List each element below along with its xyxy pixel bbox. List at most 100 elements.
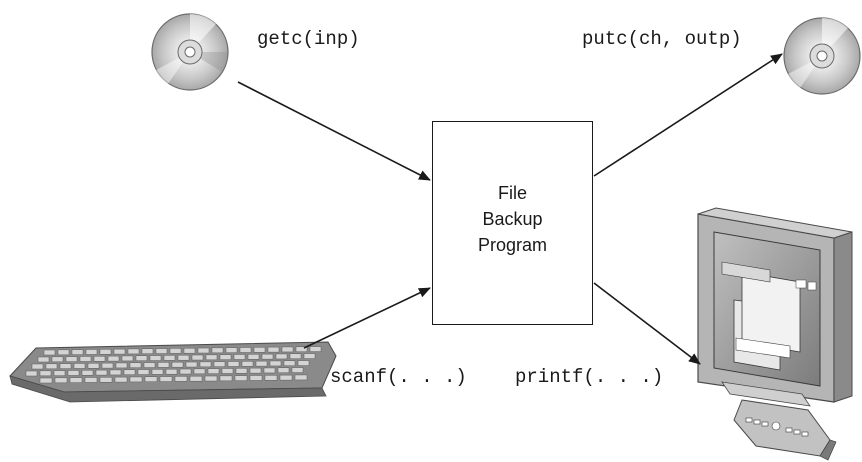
keyboard-key xyxy=(107,355,120,362)
keyboard-key xyxy=(129,376,143,383)
keyboard-key xyxy=(93,356,106,362)
keyboard-key xyxy=(204,375,218,382)
input-disk-icon xyxy=(151,13,229,91)
keyboard-key xyxy=(277,367,290,374)
computer-monitor-icon xyxy=(697,207,853,461)
keyboard-key xyxy=(85,349,98,355)
program-box-line-3: Program xyxy=(477,235,548,255)
keyboard-key xyxy=(191,354,204,361)
keyboard-key xyxy=(199,361,212,368)
keyboard-key xyxy=(99,377,113,383)
arrow-printf xyxy=(593,282,701,365)
arrow-scanf xyxy=(303,287,431,349)
putc-label: putc(ch, outp) xyxy=(582,28,742,50)
program-box-label: File Backup Program xyxy=(478,180,547,258)
keyboard-key xyxy=(51,356,64,363)
keyboard-key xyxy=(221,368,234,374)
keyboard-key xyxy=(197,347,210,354)
keyboard-key xyxy=(239,347,252,353)
keyboard-key xyxy=(81,370,94,376)
keyboard-key xyxy=(233,354,246,360)
keyboard-key xyxy=(249,375,263,381)
keyboard-key xyxy=(264,375,278,381)
output-disk-icon xyxy=(783,17,861,95)
keyboard-key xyxy=(283,360,296,367)
keyboard-key xyxy=(54,377,68,384)
keyboard-key xyxy=(207,368,220,374)
keyboard-key xyxy=(99,349,112,355)
keyboard-key xyxy=(303,353,316,359)
keyboard-key xyxy=(67,370,80,376)
keyboard-key xyxy=(269,360,282,367)
keyboard-key xyxy=(113,348,126,355)
file-backup-program-box: File Backup Program xyxy=(432,121,593,325)
keyboard-key xyxy=(43,349,56,356)
keyboard-key xyxy=(127,348,140,355)
keyboard-key xyxy=(39,377,53,384)
keyboard-key xyxy=(205,354,218,361)
keyboard-key xyxy=(309,346,322,352)
keyboard-key xyxy=(129,362,142,368)
keyboard-key xyxy=(137,369,150,375)
keyboard-key xyxy=(114,376,128,383)
keyboard-key xyxy=(115,362,128,369)
keyboard-key xyxy=(253,347,266,353)
keyboard-key xyxy=(189,375,203,382)
keyboard-key xyxy=(289,353,302,360)
keyboard-key xyxy=(291,367,304,373)
arrow-putc xyxy=(593,53,783,177)
printf-label: printf(. . .) xyxy=(515,366,664,388)
keyboard-key xyxy=(279,374,293,381)
keyboard-key xyxy=(57,349,70,356)
keyboard-key xyxy=(159,376,173,382)
keyboard-key xyxy=(59,363,72,369)
getc-label: getc(inp) xyxy=(257,28,360,50)
keyboard-key xyxy=(179,368,192,375)
keyboard-icon xyxy=(9,341,337,403)
keyboard-key xyxy=(171,361,184,368)
keyboard-key xyxy=(165,368,178,375)
keyboard-key xyxy=(249,367,262,374)
keyboard-key xyxy=(275,353,288,360)
keyboard-key xyxy=(141,348,154,354)
keyboard-key xyxy=(185,361,198,368)
keyboard-key xyxy=(263,367,276,374)
keyboard-key xyxy=(143,362,156,368)
keyboard-key xyxy=(267,346,280,353)
keyboard-key xyxy=(79,356,92,362)
keyboard-key xyxy=(219,375,233,382)
keyboard-key xyxy=(295,346,308,353)
keyboard-key xyxy=(87,363,100,369)
keyboard-key xyxy=(135,355,148,361)
keyboard-key xyxy=(297,360,310,366)
keyboard-key xyxy=(235,368,248,374)
keyboard-key xyxy=(69,377,83,383)
keyboard-key xyxy=(219,354,232,360)
keyboard-key xyxy=(65,356,78,362)
keyboard-key xyxy=(95,369,108,376)
keyboard-key xyxy=(101,362,114,369)
keyboard-key xyxy=(144,376,158,382)
keyboard-key xyxy=(225,347,238,353)
keyboard-key xyxy=(31,363,44,370)
keyboard-key xyxy=(281,346,294,353)
keyboard-key xyxy=(241,361,254,367)
keyboard-key xyxy=(169,348,182,354)
keyboard-key xyxy=(234,375,248,381)
keyboard-key xyxy=(163,355,176,361)
program-box-line-1: File xyxy=(497,183,527,203)
keyboard-key xyxy=(84,377,98,383)
keyboard-key xyxy=(183,347,196,354)
keyboard-key xyxy=(174,376,188,382)
keyboard-key xyxy=(25,370,38,377)
keyboard-key xyxy=(177,354,190,361)
keyboard-key xyxy=(53,370,66,376)
keyboard-key xyxy=(37,356,50,363)
keyboard-key xyxy=(247,354,260,360)
keyboard-key xyxy=(294,374,308,381)
keyboard-key xyxy=(73,363,86,369)
scanf-label: scanf(. . .) xyxy=(330,366,467,388)
keyboard-key xyxy=(45,363,58,370)
